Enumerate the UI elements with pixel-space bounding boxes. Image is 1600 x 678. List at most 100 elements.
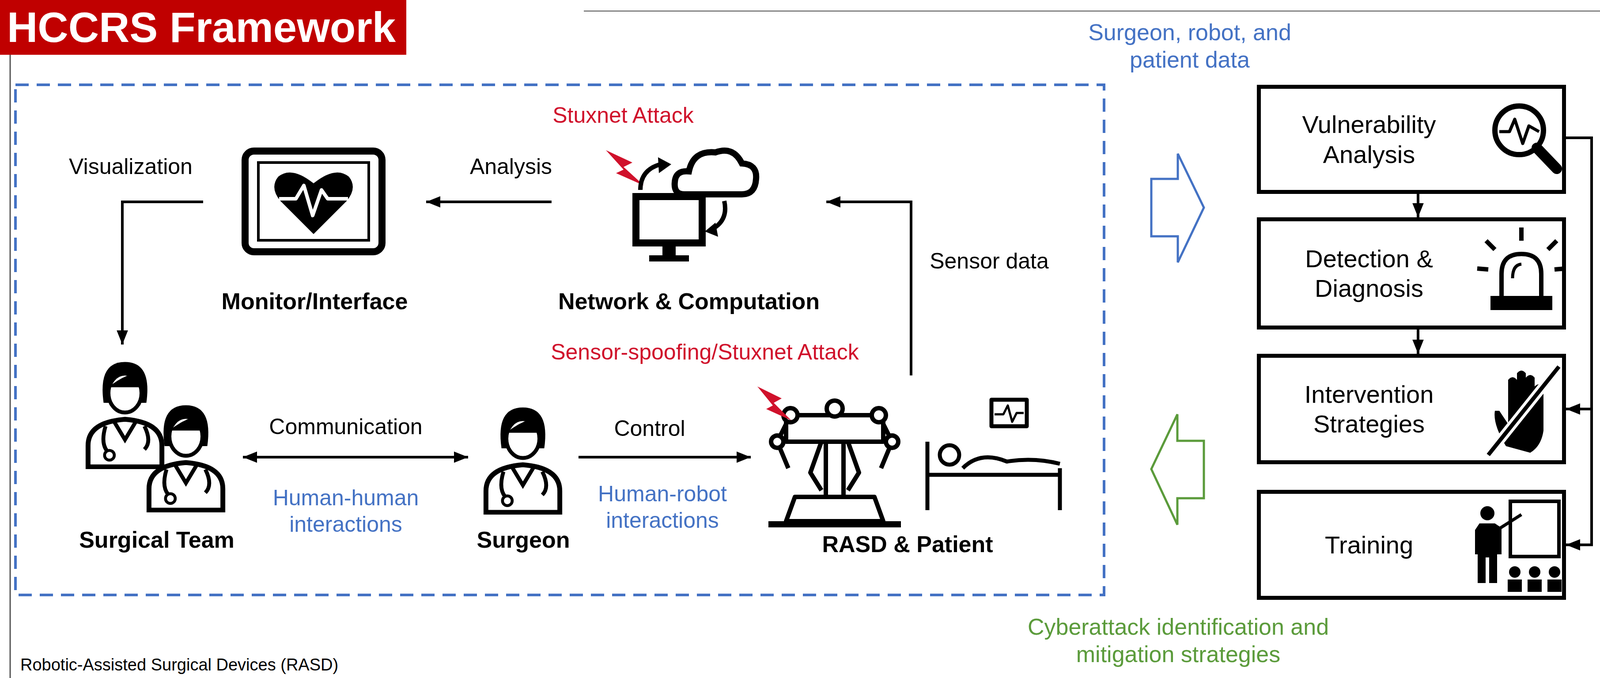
teacher-icon-part <box>1548 566 1561 578</box>
teacher-icon-part <box>1510 501 1559 557</box>
edge-label: Visualization <box>67 153 195 180</box>
robot-icon-part <box>771 435 784 448</box>
monitor-icon <box>245 151 383 252</box>
node-label: Surgeon <box>476 526 571 553</box>
annotation-label: Cyberattack identification and mitigatio… <box>1014 612 1342 669</box>
patient-bed-icon-part <box>991 399 1027 427</box>
mitigation-arrow-part <box>1151 414 1204 525</box>
connector-arrow <box>1565 137 1592 409</box>
robot-icon-part <box>810 441 822 491</box>
annotation-label: Robotic-Assisted Surgical Devices (RASD) <box>20 654 339 676</box>
stop-hand-icon <box>1488 366 1559 455</box>
icon-node: Surgeon <box>468 393 579 557</box>
surgical-team-icon <box>87 362 223 511</box>
patient-bed-icon-part <box>939 445 960 465</box>
patient-bed-icon-part <box>1058 468 1063 511</box>
edge-label: Sensor data <box>927 248 1051 274</box>
connector-arrow <box>122 201 204 345</box>
robot-icon-part <box>871 408 886 423</box>
magnifier-icon <box>1494 105 1557 169</box>
data-flow-arrow-part <box>1151 153 1204 263</box>
patient-bed-icon <box>927 399 1060 511</box>
node-label: Intervention Strategies <box>1265 379 1473 439</box>
connector-arrow <box>578 455 751 459</box>
system-boundary <box>15 84 1105 595</box>
node-label: Monitor/Interface <box>221 287 409 315</box>
patient-bed-icon-part <box>927 472 1060 477</box>
edge-label: Communication <box>267 413 424 440</box>
monitor-icon-part <box>279 185 348 216</box>
alarm-icon-part <box>1512 264 1522 279</box>
network-icon-part <box>640 164 661 190</box>
icon-node: Surgical Team <box>70 344 243 557</box>
teacher-icon <box>1475 501 1562 592</box>
patient-bed-icon-part <box>962 457 1060 469</box>
annotation-label: Stuxnet Attack <box>552 102 694 129</box>
icon-node: Monitor/Interface <box>203 145 427 318</box>
top-rule <box>583 10 1600 12</box>
monitor-icon-part <box>245 151 383 252</box>
mitigation-arrow <box>1151 414 1204 525</box>
node-label: Detection & Diagnosis <box>1265 243 1473 303</box>
robot-icon-part <box>768 521 901 528</box>
network-icon-part <box>704 222 719 237</box>
alarm-icon-part <box>1477 268 1489 270</box>
connector-arrow <box>1416 193 1420 218</box>
process-box: Detection & Diagnosis <box>1256 217 1566 330</box>
data-flow-arrow <box>1151 153 1204 263</box>
network-icon-part <box>635 196 703 243</box>
monitor-icon-part <box>258 162 369 241</box>
robot-icon-part <box>826 400 843 417</box>
annotation-label: Sensor-spoofing/Stuxnet Attack <box>550 338 859 366</box>
surgeon-icon-part <box>485 407 560 513</box>
surgical-team-icon-part <box>148 405 223 511</box>
process-box: Training <box>1256 489 1566 600</box>
network-icon-part <box>658 157 672 174</box>
magnifier-icon-part <box>1499 119 1540 144</box>
alarm-icon <box>1477 227 1566 308</box>
network-icon <box>605 150 757 262</box>
network-icon-part <box>605 150 644 186</box>
alarm-icon-part <box>1492 298 1551 308</box>
process-box: Intervention Strategies <box>1256 353 1566 465</box>
teacher-icon-part <box>1509 566 1521 578</box>
network-icon-part <box>649 255 689 262</box>
node-label: Training <box>1265 529 1473 560</box>
alarm-icon-part <box>1486 240 1495 250</box>
teacher-icon-part <box>1475 523 1502 583</box>
process-box: Vulnerability Analysis <box>1256 84 1566 194</box>
robot-icon-part <box>786 496 884 522</box>
icon-node: Network & Computation <box>551 132 827 318</box>
robot-icon <box>757 386 901 528</box>
teacher-icon-part <box>1547 579 1562 592</box>
node-label: Network & Computation <box>558 287 820 315</box>
teacher-icon-part <box>1527 579 1542 592</box>
icon-node: RASD & Patient <box>750 375 1065 561</box>
teacher-icon-part <box>1480 506 1495 521</box>
robot-icon-part <box>825 441 844 497</box>
robot-icon-part <box>847 441 859 491</box>
alarm-icon-part <box>1519 227 1524 241</box>
side-rule <box>9 54 12 678</box>
magnifier-icon-part <box>1536 147 1557 169</box>
annotation-label: Human-human interactions <box>266 484 426 538</box>
node-label: Surgical Team <box>79 526 235 553</box>
robot-icon-part <box>786 415 884 442</box>
annotation-label: Human-robot interactions <box>582 480 742 534</box>
connector-arrow <box>426 200 552 204</box>
robot-icon-part <box>757 386 792 421</box>
node-label: RASD & Patient <box>821 530 993 558</box>
title-banner: HCCRS Framework <box>0 0 407 55</box>
monitor-icon-part <box>274 172 353 235</box>
annotation-label: Surgeon, robot, and patient data <box>1057 18 1323 74</box>
alarm-icon-part <box>1547 240 1557 250</box>
surgical-team-icon-part <box>87 362 162 468</box>
stop-hand-icon-part <box>1488 366 1559 455</box>
robot-icon-part <box>885 435 899 448</box>
teacher-icon-part <box>1507 579 1522 592</box>
connector-arrow <box>242 455 469 459</box>
network-icon-part <box>662 243 676 257</box>
teacher-icon-part <box>1528 566 1541 578</box>
